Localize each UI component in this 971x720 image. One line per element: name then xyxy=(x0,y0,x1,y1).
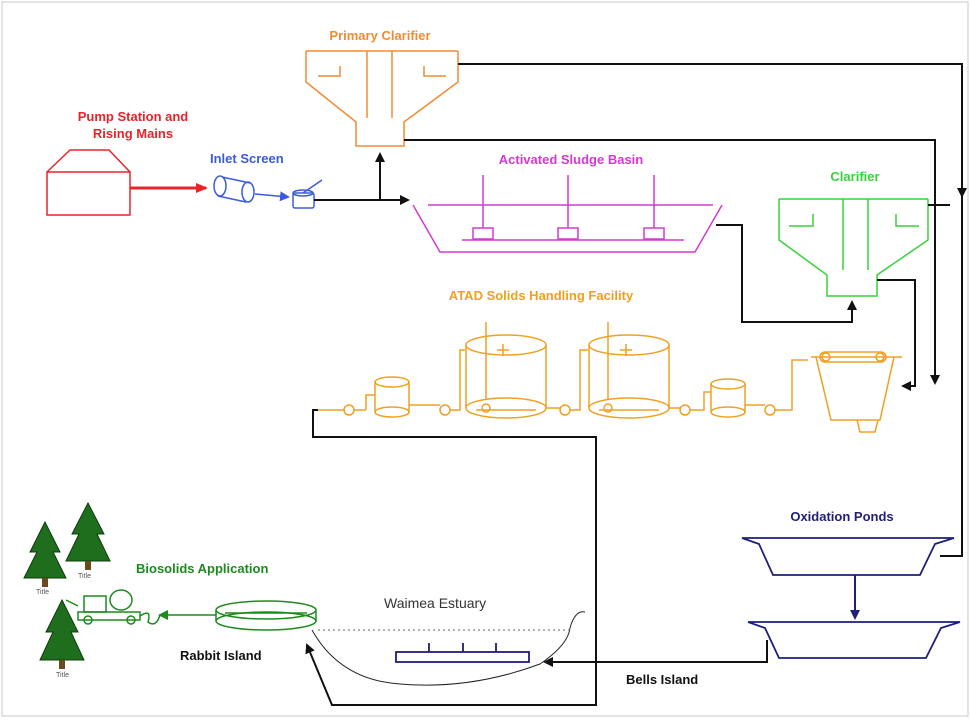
rabbit-island-label: Rabbit Island xyxy=(180,648,262,663)
oxidation-pond-upper xyxy=(741,537,955,576)
secondary-clarifier xyxy=(778,198,929,297)
grit-tank xyxy=(292,179,323,209)
estuary-shoreline xyxy=(311,611,586,686)
outfall-structure xyxy=(395,643,530,663)
waimea-estuary-label: Waimea Estuary xyxy=(384,595,486,611)
tractor-spreader-icon xyxy=(65,589,161,625)
oxidation-ponds-label: Oxidation Ponds xyxy=(790,509,893,524)
process-flow-lines xyxy=(305,63,967,706)
pump-station-label-line2: Rising Mains xyxy=(93,126,173,141)
biosolids-storage xyxy=(215,600,317,631)
pine-tree-icon xyxy=(39,598,85,669)
inlet-screen-label: Inlet Screen xyxy=(210,151,284,166)
bells-island-label: Bells Island xyxy=(626,672,698,687)
pump-station xyxy=(46,149,131,216)
tree-tag: Title xyxy=(56,672,69,679)
inlet-screen-drum xyxy=(213,175,255,203)
activated-sludge-label: Activated Sludge Basin xyxy=(499,152,644,167)
pine-tree-icon xyxy=(65,501,111,570)
primary-clarifier xyxy=(305,50,459,147)
inlet-screen-arrow xyxy=(254,191,290,202)
oxidation-pond-lower xyxy=(747,621,961,659)
pine-tree-icon xyxy=(23,520,67,587)
activated-sludge-basin xyxy=(412,175,723,253)
atad-label: ATAD Solids Handling Facility xyxy=(449,288,634,303)
atad-facility xyxy=(318,322,902,433)
biosolids-label: Biosolids Application xyxy=(136,561,268,576)
tree-tag: Title xyxy=(78,573,91,580)
tree-tag: Title xyxy=(36,589,49,596)
clarifier-label: Clarifier xyxy=(830,169,879,184)
primary-clarifier-label: Primary Clarifier xyxy=(329,28,430,43)
pump-station-label-line1: Pump Station and xyxy=(78,109,189,124)
